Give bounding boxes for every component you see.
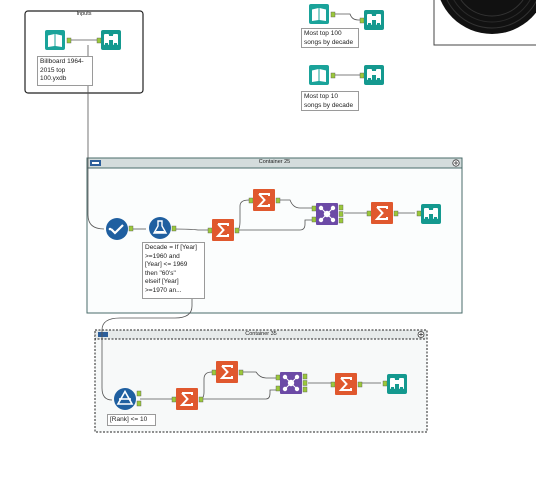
input-billboard-label: Billboard 1964- 2015 top 100.yxdb (37, 56, 93, 86)
input-data-tool-billboard[interactable] (44, 29, 72, 51)
input-data-tool-top10[interactable] (308, 64, 336, 86)
vinyl-record-icon (433, 0, 536, 46)
browse-tool[interactable] (416, 204, 441, 224)
flask-icon (148, 216, 172, 240)
book-icon (308, 64, 330, 86)
binoculars-icon (421, 204, 441, 224)
sigma-icon (252, 188, 276, 212)
filter-annotation: [Rank] <= 10 (107, 414, 156, 426)
summarize-tool[interactable] (248, 188, 281, 212)
select-tool[interactable] (104, 216, 134, 242)
container-35-title: Container 35 (245, 331, 277, 337)
filter-icon (113, 387, 137, 411)
input-top100-label: Most top 100 songs by decade (301, 28, 359, 48)
summarize-tool[interactable] (171, 387, 204, 411)
join-icon (279, 371, 303, 395)
formula-annotation: Decade = If [Year] >=1960 and [Year] <= … (142, 242, 205, 299)
container-collapse-icon[interactable] (98, 332, 108, 337)
summarize-tool[interactable] (207, 218, 240, 242)
book-icon (308, 3, 330, 25)
sigma-icon (215, 360, 239, 384)
sigma-icon (211, 218, 235, 242)
browse-tool[interactable] (382, 374, 407, 394)
summarize-tool[interactable] (211, 360, 244, 384)
container-25-title: Container 25 (258, 159, 291, 165)
inputs-container-title: Inputs (76, 11, 92, 17)
join-tool[interactable] (275, 371, 308, 395)
browse-tool[interactable] (359, 10, 384, 30)
input-top10-label: Most top 10 songs by decade (301, 91, 359, 111)
input-data-tool-top100[interactable] (308, 3, 336, 25)
filter-tool[interactable] (113, 387, 142, 411)
formula-tool[interactable] (148, 216, 177, 240)
join-tool[interactable] (311, 202, 344, 226)
sigma-icon (175, 387, 199, 411)
browse-tool[interactable] (96, 30, 121, 50)
join-icon (315, 202, 339, 226)
checkmark-icon (104, 216, 130, 242)
sigma-icon (370, 201, 394, 225)
book-icon (44, 29, 66, 51)
binoculars-icon (101, 30, 121, 50)
summarize-tool[interactable] (366, 201, 399, 225)
binoculars-icon (364, 10, 384, 30)
summarize-tool[interactable] (330, 372, 363, 396)
sigma-icon (334, 372, 358, 396)
binoculars-icon (387, 374, 407, 394)
browse-tool[interactable] (359, 65, 384, 85)
binoculars-icon (364, 65, 384, 85)
